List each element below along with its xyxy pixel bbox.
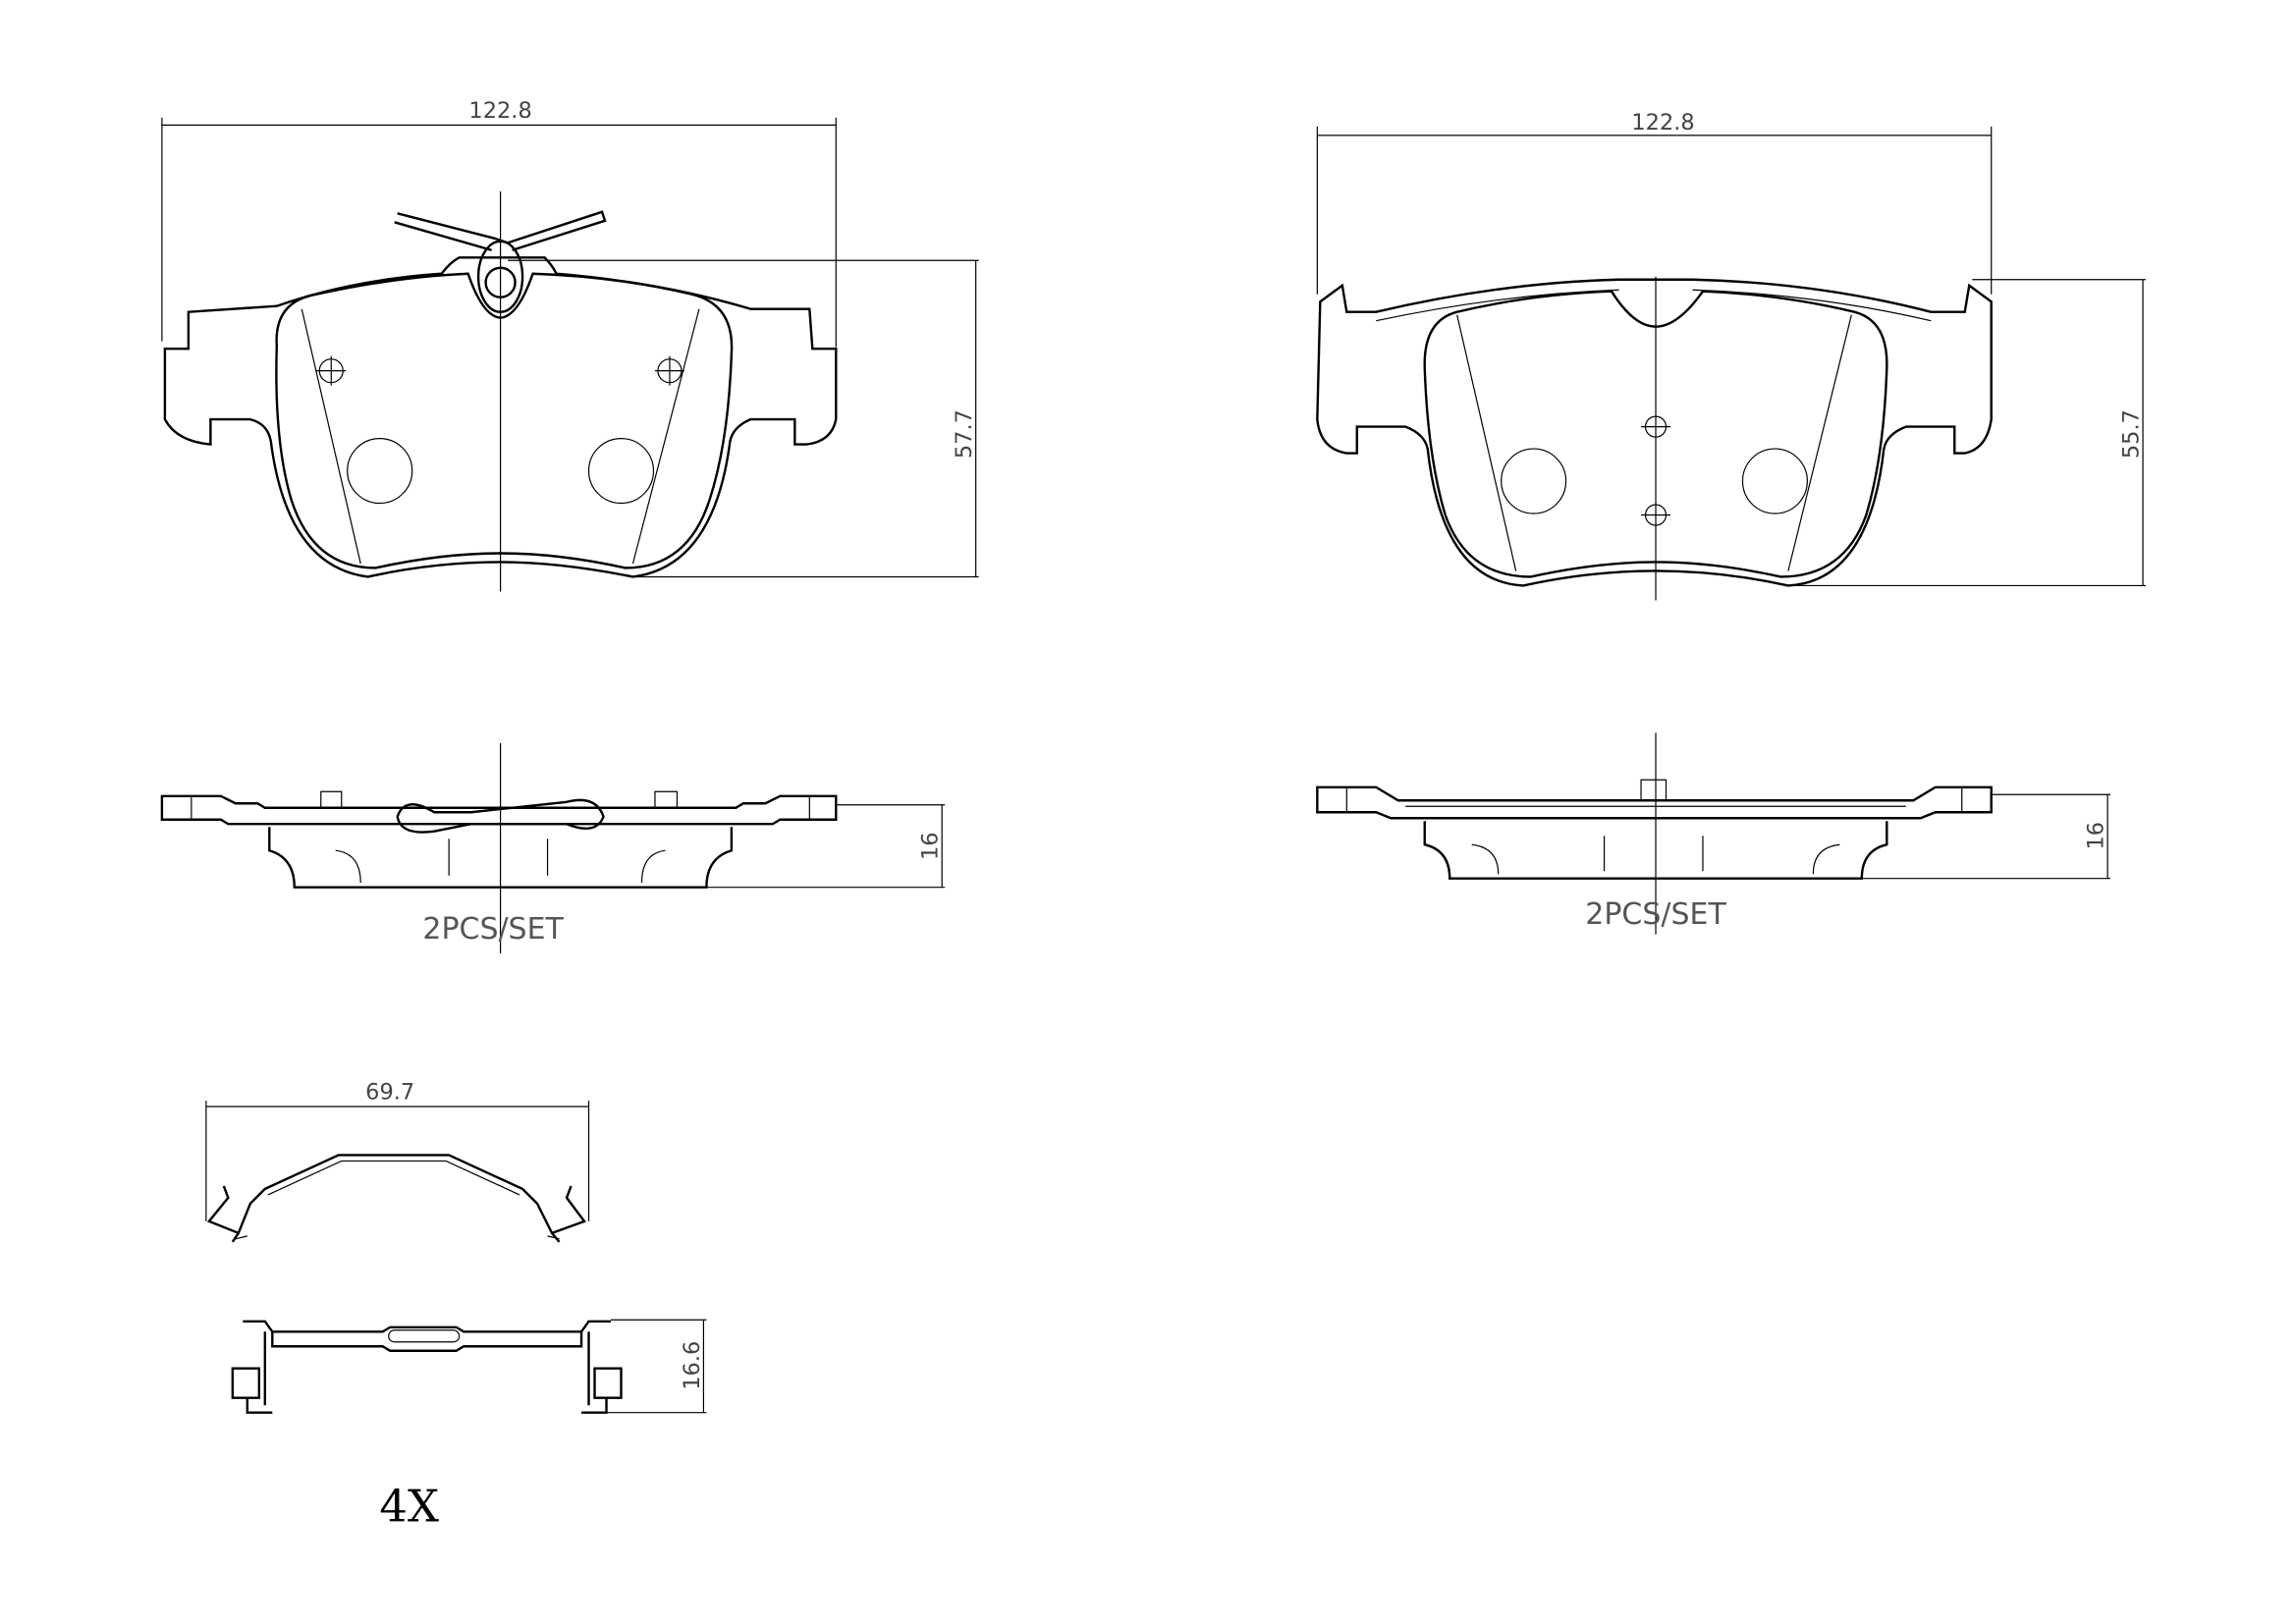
clip-side-view: 16.6 4X	[231, 1319, 707, 1533]
wear-sensor-clip	[394, 210, 607, 313]
left-pad-side-view: 16 2PCS/SET	[160, 742, 946, 954]
center-mark-icon	[316, 355, 684, 386]
clip-side-outline	[231, 1320, 623, 1414]
backing-plate-outline	[1316, 278, 1993, 587]
width-dimension-text: 122.8	[1631, 110, 1694, 135]
height-dimension-text: 57.7	[952, 409, 977, 459]
quantity-label: 2PCS/SET	[1585, 897, 1726, 932]
side-details	[1345, 779, 1963, 813]
height-dimension-text: 16.6	[680, 1341, 705, 1390]
chamfer-line	[301, 308, 361, 565]
plate-edge-line	[1376, 289, 1932, 322]
thickness-dimension-text: 16	[2084, 822, 2109, 850]
width-dimension-text: 69.7	[365, 1079, 414, 1105]
clip-inner-line	[235, 1160, 560, 1240]
friction-material-outline	[275, 272, 734, 569]
backing-hole	[347, 437, 413, 505]
chamfer-line	[631, 308, 700, 565]
clip-front-view: 69.7	[205, 1079, 590, 1243]
width-dimension-text: 122.8	[468, 98, 531, 124]
left-pad-top-view: 122.8 57.7	[161, 98, 979, 592]
friction-material-outline	[1423, 290, 1888, 578]
backing-plate-outline	[163, 256, 838, 578]
clip-outline	[206, 1154, 586, 1243]
backing-hole	[587, 437, 655, 505]
backing-hole	[1501, 448, 1567, 514]
backing-plate-side	[1316, 785, 1993, 820]
right-pad-top-view: 122.8 55.7	[1316, 110, 2147, 601]
chamfer-line	[1787, 314, 1852, 571]
chamfer-line	[1456, 314, 1517, 571]
thickness-dimension-text: 16	[918, 832, 944, 860]
side-details	[191, 790, 810, 884]
side-details	[1471, 836, 1840, 875]
clip-slot	[388, 1329, 461, 1343]
clip-quantity-label: 4X	[379, 1481, 439, 1533]
quantity-label: 2PCS/SET	[422, 912, 564, 947]
height-dimension-text: 55.7	[2119, 409, 2145, 459]
backing-plate-side	[160, 794, 838, 826]
right-pad-side-view: 16 2PCS/SET	[1316, 732, 2111, 935]
wear-sensor-clip	[396, 798, 605, 834]
backing-hole	[1741, 448, 1808, 514]
